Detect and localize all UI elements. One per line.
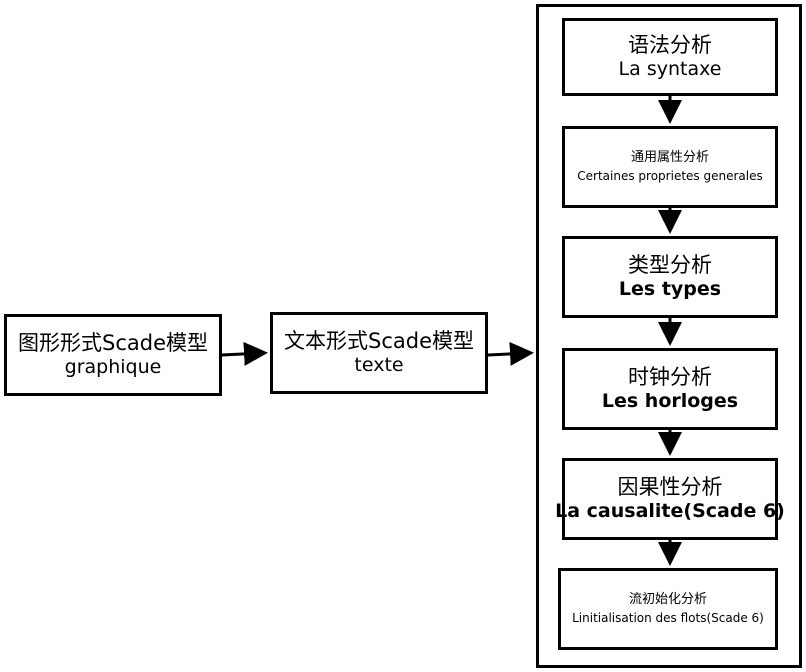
stage-causality: 因果性分析 La causalite(Scade 6) [555,458,785,540]
stage-flow-init-fr: Linitialisation des flots(Scade 6) [572,611,764,626]
stage-types: 类型分析 Les types [562,236,778,318]
arrow-texte-to-container [487,341,534,366]
stage-types-zh: 类型分析 [628,253,712,277]
arrow-graphique-to-texte [221,341,268,366]
texte-model-fr: texte [354,354,404,377]
stage-syntax: 语法分析 La syntaxe [562,18,778,96]
stage-syntax-zh: 语法分析 [628,33,712,57]
graphique-model-fr: graphique [64,356,162,379]
stage-flow-init-zh: 流初始化分析 [628,591,707,607]
stage-general-properties-fr: Certaines proprietes generales [577,169,763,184]
stage-clocks-fr: Les horloges [601,390,739,413]
analysis-container [536,4,802,668]
stage-causality-zh: 因果性分析 [617,475,723,499]
stage-flow-init: 流初始化分析 Linitialisation des flots(Scade 6… [558,568,778,650]
stage-clocks-zh: 时钟分析 [628,365,712,389]
stage-types-fr: Les types [618,278,722,301]
stage-general-properties: 通用属性分析 Certaines proprietes generales [562,126,778,208]
stage-causality-fr: La causalite(Scade 6) [555,500,785,523]
stage-general-properties-zh: 通用属性分析 [630,149,709,165]
graphique-model-zh: 图形形式Scade模型 [18,331,208,355]
stage-clocks: 时钟分析 Les horloges [562,348,778,430]
stage-syntax-fr: La syntaxe [618,58,722,81]
texte-model-box: 文本形式Scade模型 texte [270,312,488,394]
graphique-model-box: 图形形式Scade模型 graphique [4,314,222,396]
texte-model-zh: 文本形式Scade模型 [284,329,474,353]
